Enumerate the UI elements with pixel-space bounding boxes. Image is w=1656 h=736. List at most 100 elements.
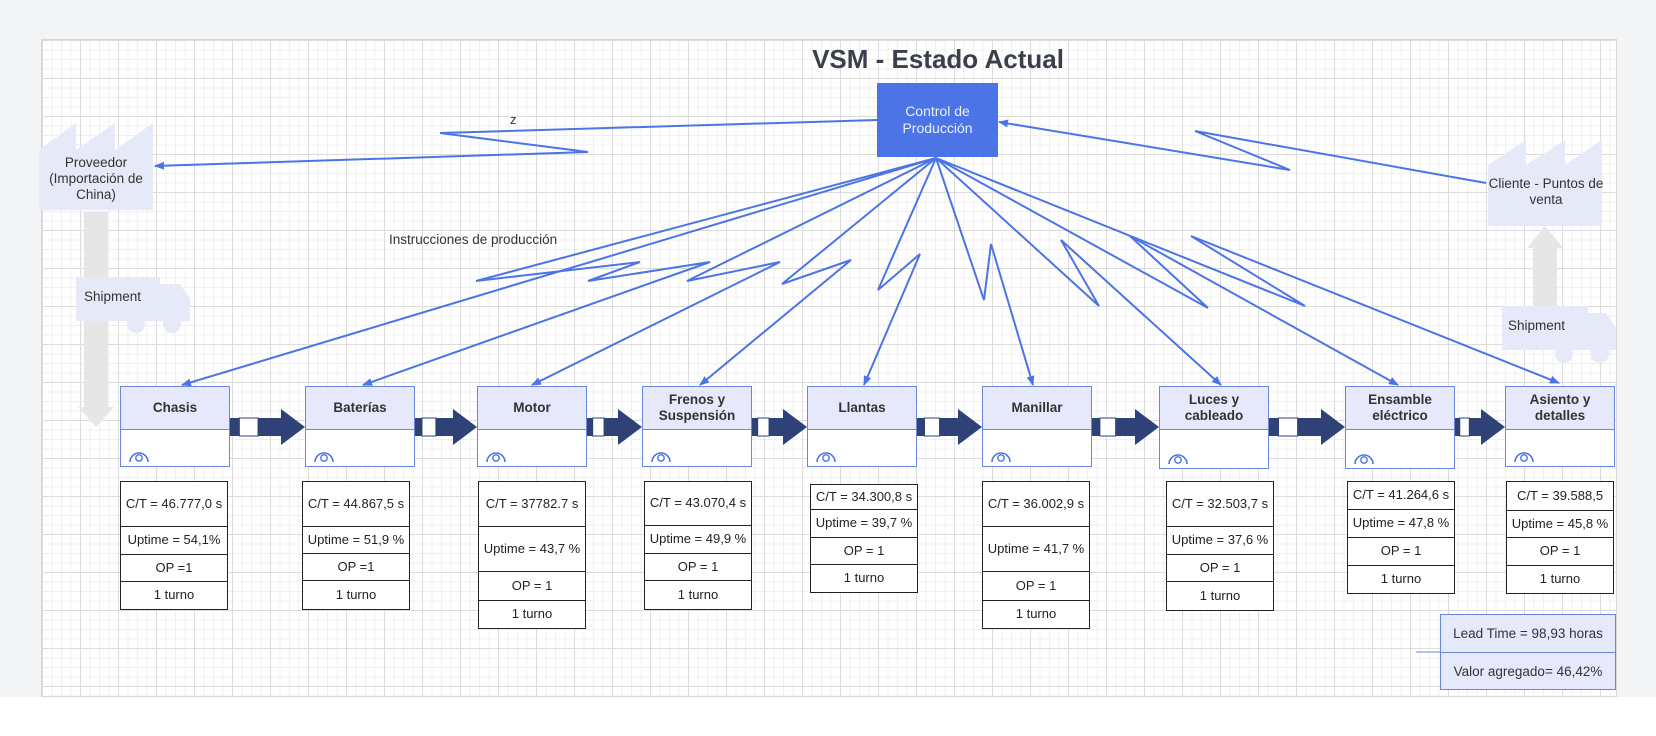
operator-icon xyxy=(129,452,149,463)
push-arrow-icon xyxy=(917,409,982,445)
push-arrow-icon xyxy=(415,409,477,445)
summary-connector xyxy=(1416,651,1440,653)
operators-value: OP = 1 xyxy=(983,572,1089,601)
production-control-box[interactable]: Control de Producción xyxy=(877,83,998,157)
info-line-manillar xyxy=(935,157,1035,386)
uptime-value: Uptime = 39,7 % xyxy=(811,510,917,538)
process-box[interactable]: Luces y cableado xyxy=(1159,386,1269,469)
push-arrow-icon xyxy=(1455,409,1505,445)
factory-icon xyxy=(39,123,153,210)
truck-icon xyxy=(1502,306,1616,363)
process-name: Chasis xyxy=(121,387,229,430)
process-name: Baterías xyxy=(306,387,414,430)
uptime-value: Uptime = 49,9 % xyxy=(645,526,751,554)
process-box[interactable]: Llantas xyxy=(807,386,917,467)
push-arrow-icon xyxy=(1269,409,1345,445)
push-arrow-icon xyxy=(752,409,807,445)
summary-box: Lead Time = 98,93 horas Valor agregado= … xyxy=(1440,614,1616,690)
operators-value: OP = 1 xyxy=(811,538,917,565)
process-box[interactable]: Baterías xyxy=(305,386,415,467)
process-box[interactable]: Ensamble eléctrico xyxy=(1345,386,1455,469)
page-margin xyxy=(0,697,1656,736)
operator-icon xyxy=(486,452,506,463)
shift-value: 1 turno xyxy=(153,587,195,603)
process-box[interactable]: Frenos y Suspensión xyxy=(642,386,752,467)
uptime-value: Uptime = 47,8 % xyxy=(1348,510,1454,538)
operators-value: OP = 1 xyxy=(1348,538,1454,566)
operator-icon xyxy=(314,452,334,463)
info-line-baterias xyxy=(362,157,937,386)
operator-icon xyxy=(991,452,1011,463)
shift-value: 1 turno xyxy=(1199,587,1241,603)
operators-value: OP =1 xyxy=(121,555,227,582)
info-line-luces xyxy=(935,157,1222,386)
operator-icon xyxy=(651,452,671,463)
shift-value: 1 turno xyxy=(511,606,553,622)
push-arrow-icon xyxy=(230,409,305,445)
cycle-time-value: C/T = 32.503,7 s xyxy=(1167,482,1273,527)
info-line-frenos xyxy=(699,157,937,386)
factory-icon xyxy=(1488,140,1602,226)
process-box[interactable]: Chasis xyxy=(120,386,230,467)
uptime-value: Uptime = 45,8 % xyxy=(1507,511,1613,538)
info-line-motor xyxy=(531,157,937,386)
cycle-time-value: C/T = 44.867,5 s xyxy=(303,482,409,527)
process-box[interactable]: Manillar xyxy=(982,386,1092,467)
operator-icon xyxy=(1514,452,1534,463)
operator-icon xyxy=(1168,454,1188,465)
cycle-time-value: C/T = 41.264,6 s xyxy=(1348,482,1454,510)
info-line-customer xyxy=(998,119,1487,184)
supplier-label: Proveedor (Importación de China) xyxy=(49,155,143,203)
process-name: Llantas xyxy=(808,387,916,430)
process-name: Asiento y detalles xyxy=(1506,387,1614,430)
cycle-time-value: C/T = 43.070,4 s xyxy=(645,482,751,526)
operators-value: OP = 1 xyxy=(479,572,585,601)
shift-value: 1 turno xyxy=(843,570,885,586)
truck-icon xyxy=(76,277,190,333)
info-flow-lines xyxy=(154,119,1560,387)
shift-value: 1 turno xyxy=(335,586,377,602)
value-added-value: Valor agregado= 46,42% xyxy=(1453,664,1603,679)
operators-value: OP = 1 xyxy=(1507,538,1613,566)
operators-value: OP = 1 xyxy=(1167,555,1273,582)
shift-value: 1 turno xyxy=(1539,571,1581,587)
process-name: Luces y cableado xyxy=(1160,387,1268,430)
uptime-value: Uptime = 41,7 % xyxy=(983,527,1089,572)
operator-icon xyxy=(1354,454,1374,465)
info-line-supplier xyxy=(154,119,879,170)
info-line-asiento xyxy=(935,157,1560,384)
info-line-ensamble xyxy=(935,157,1399,386)
lead-time-value: Lead Time = 98,93 horas xyxy=(1441,615,1615,653)
process-box[interactable]: Asiento y detalles xyxy=(1505,386,1615,467)
cycle-time-value: C/T = 39.588,5 xyxy=(1507,482,1613,511)
shipment-arrow-up-icon xyxy=(1527,226,1563,308)
uptime-value: Uptime = 54,1% xyxy=(121,527,227,555)
process-box[interactable]: Motor xyxy=(477,386,587,467)
uptime-value: Uptime = 37,6 % xyxy=(1167,527,1273,555)
production-control-label-line1: Control de xyxy=(905,102,970,119)
process-name: Ensamble eléctrico xyxy=(1346,387,1454,430)
process-name: Motor xyxy=(478,387,586,430)
cycle-time-value: C/T = 46.777,0 s xyxy=(121,482,227,527)
instructions-label: Instrucciones de producción xyxy=(389,232,558,247)
shipment-label-left: Shipment xyxy=(84,289,142,304)
shift-value: 1 turno xyxy=(1015,606,1057,622)
cycle-time-value: C/T = 36.002,9 s xyxy=(983,482,1089,527)
process-name: Frenos y Suspensión xyxy=(643,387,751,430)
push-arrow-icon xyxy=(1092,409,1159,445)
production-control-label-line2: Producción xyxy=(902,120,973,136)
customer-label: Cliente - Puntos de venta xyxy=(1488,176,1604,208)
cycle-time-value: C/T = 34.300,8 s xyxy=(811,485,917,510)
process-name: Manillar xyxy=(983,387,1091,430)
uptime-value: Uptime = 51,9 % xyxy=(303,527,409,554)
shift-value: 1 turno xyxy=(1380,571,1422,587)
operators-value: OP =1 xyxy=(303,554,409,581)
